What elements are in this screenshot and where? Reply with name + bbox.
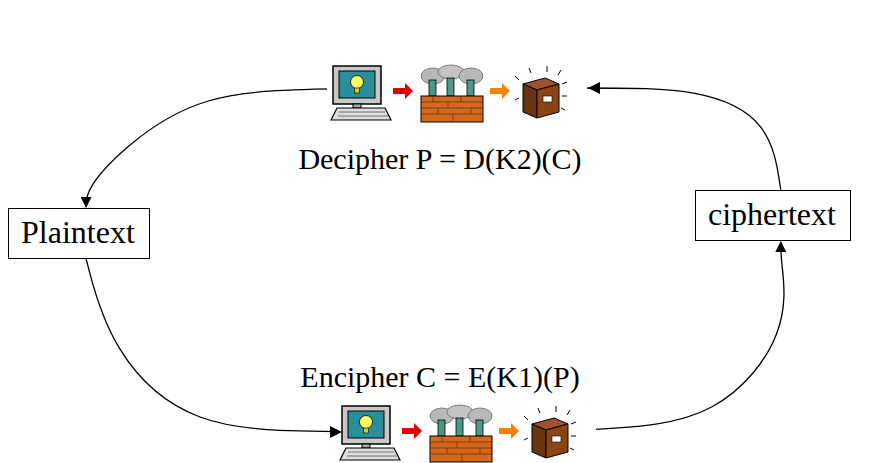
- step-label: Decipher P = D(K2)(C): [296, 142, 583, 176]
- box-label: ciphertext: [708, 195, 838, 233]
- box-label: Plaintext: [21, 213, 137, 251]
- step-label: Encipher C = E(K1)(P): [298, 360, 581, 394]
- text-box: ciphertext: [695, 190, 851, 241]
- text-box: Plaintext: [8, 208, 150, 259]
